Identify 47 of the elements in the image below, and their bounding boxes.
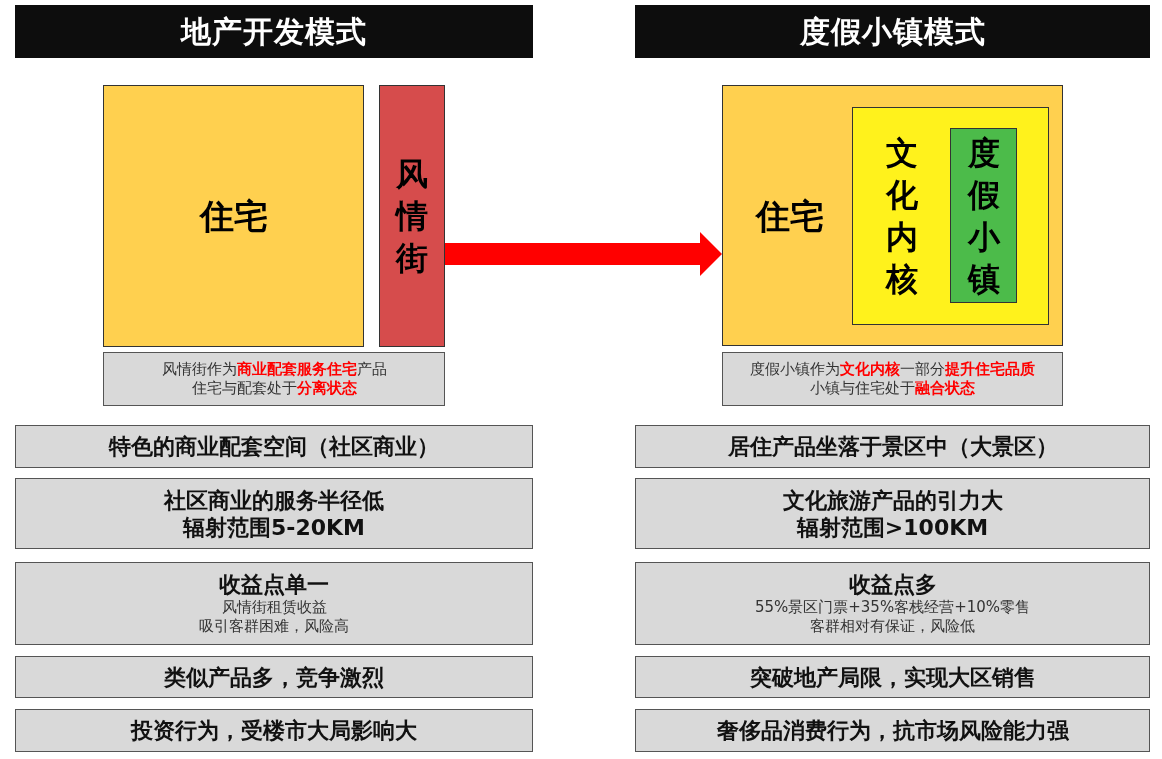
block-label: 住宅	[199, 196, 268, 236]
street-block	[379, 85, 445, 347]
feature-heading: 奢侈品消费行为，抗市场风险能力强	[716, 717, 1069, 744]
feature-bar	[15, 425, 533, 468]
resort-town-block	[950, 128, 1017, 303]
feature-heading: 收益点多	[848, 571, 937, 598]
feature-heading: 类似产品多，竞争激烈	[164, 663, 384, 691]
culture-core-block	[852, 107, 1049, 325]
feature-heading: 文化旅游产品的引力大	[782, 486, 1003, 514]
feature-bar	[15, 478, 533, 549]
feature-bar	[15, 562, 533, 645]
feature-detail: 吸引客群困难，风险高	[199, 617, 349, 636]
description-text: 风情街作为商业配套服务住宅产品	[161, 360, 387, 379]
arrow	[445, 232, 722, 276]
block-label: 度假小镇	[966, 132, 1002, 300]
feature-heading: 特色的商业配套空间（社区商业）	[109, 433, 439, 460]
feature-heading: 居住产品坐落于景区中（大景区）	[727, 433, 1058, 460]
feature-heading: 收益点单一	[219, 571, 329, 598]
feature-heading: 社区商业的服务半径低	[164, 486, 384, 514]
block-label: 风情街	[394, 154, 429, 279]
feature-detail: 55%景区门票+35%客栈经营+10%零售	[754, 598, 1031, 617]
block-label: 住宅	[756, 195, 824, 236]
description-text: 度假小镇作为文化内核一部分提升住宅品质	[750, 360, 1035, 379]
description-panel	[103, 352, 445, 406]
feature-bar	[15, 656, 533, 698]
feature-bar	[635, 562, 1150, 645]
description-text: 住宅与配套处于分离状态	[191, 379, 357, 398]
feature-bar	[635, 709, 1150, 752]
header-bar	[635, 5, 1150, 58]
block-label: 文化内核	[884, 133, 919, 300]
header-title: 地产开发模式	[181, 13, 367, 50]
header-title: 度假小镇模式	[799, 13, 986, 50]
feature-heading: 突破地产局限，实现大区销售	[749, 663, 1036, 691]
description-panel	[722, 352, 1063, 406]
residential-block	[722, 85, 1063, 346]
feature-heading: 辐射范围5-20KM	[183, 513, 365, 541]
feature-detail: 客群相对有保证，风险低	[810, 617, 975, 636]
residential-block	[103, 85, 364, 347]
description-text: 小镇与住宅处于融合状态	[810, 379, 975, 398]
feature-bar	[635, 656, 1150, 698]
feature-bar	[635, 425, 1150, 468]
feature-heading: 辐射范围>100KM	[796, 513, 989, 541]
feature-detail: 风情街租赁收益	[221, 598, 327, 617]
feature-bar	[635, 478, 1150, 549]
feature-bar	[15, 709, 533, 752]
header-bar	[15, 5, 533, 58]
feature-heading: 投资行为，受楼市大局影响大	[131, 717, 417, 744]
